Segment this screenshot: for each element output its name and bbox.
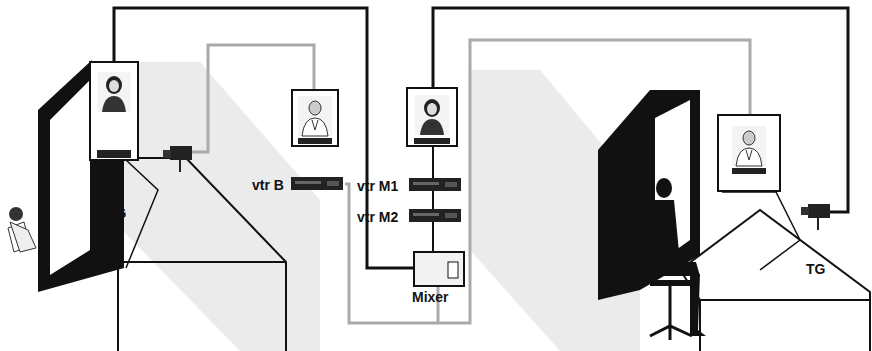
vtr-label: vtr M2 (357, 210, 398, 224)
teleprompter-label: TG (107, 206, 126, 220)
mixer-label: Mixer (412, 290, 449, 304)
vtr-label: vtr M1 (357, 179, 398, 193)
vtr-label: vtr B (252, 178, 284, 192)
teleprompter-label: TG (806, 262, 825, 276)
